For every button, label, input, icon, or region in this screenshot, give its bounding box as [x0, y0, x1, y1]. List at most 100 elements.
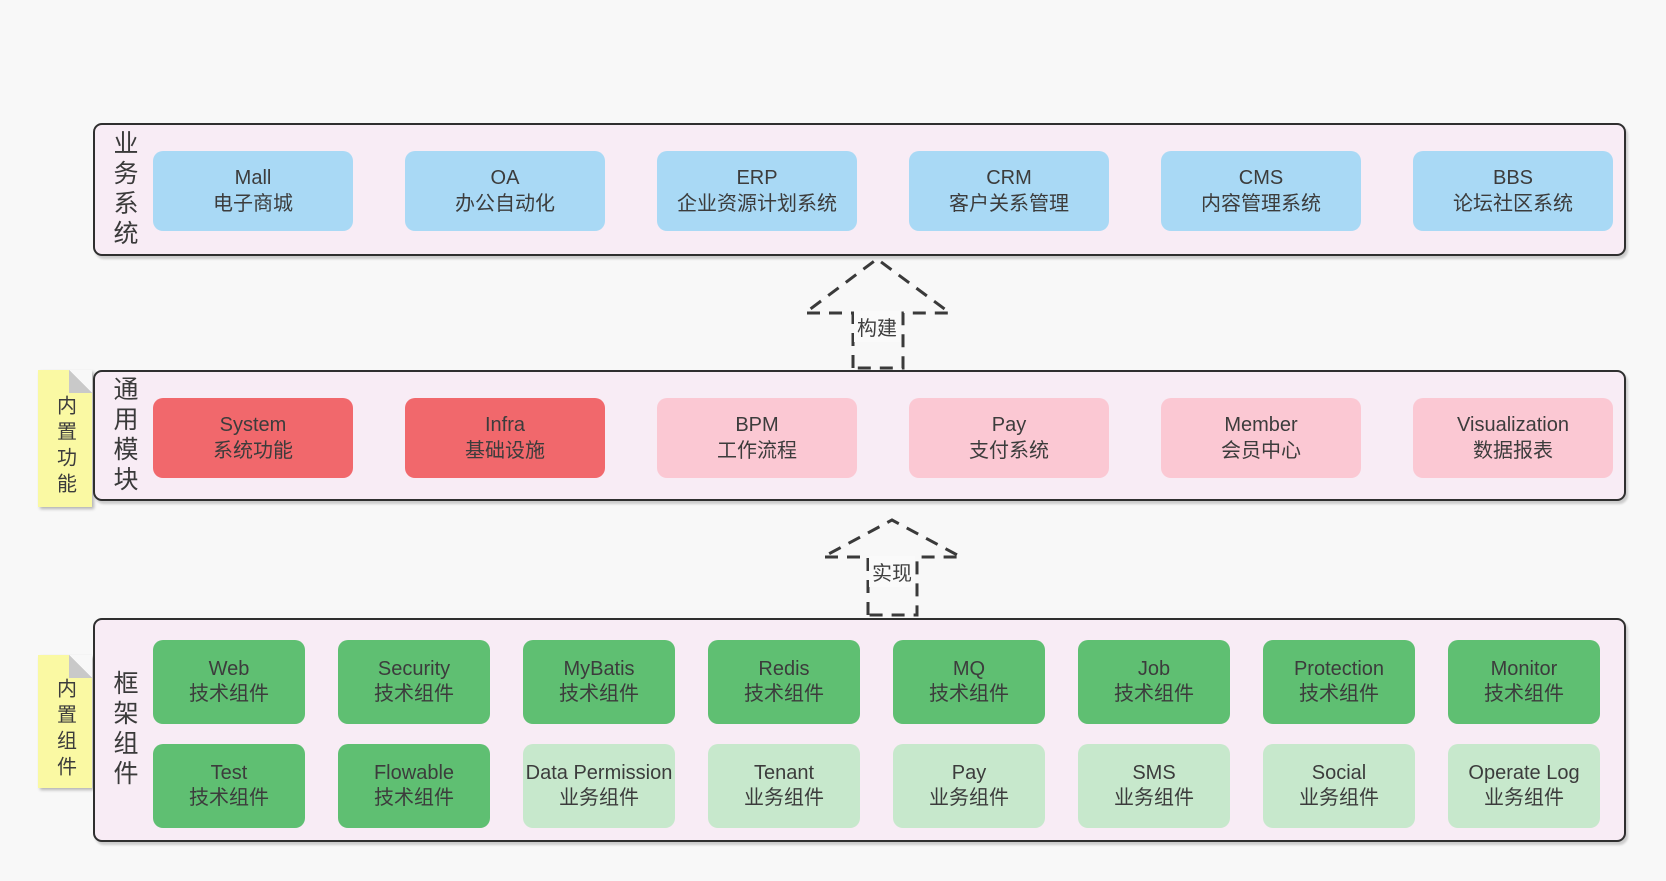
card-erp: ERP 企业资源计划系统 — [657, 151, 857, 231]
card-tenant: Tenant 业务组件 — [708, 744, 860, 828]
card-flowable: Flowable 技术组件 — [338, 744, 490, 828]
section-label: 通用模块 — [95, 372, 153, 499]
section-framework-components: 框架组件 Web 技术组件 Security 技术组件 MyBatis 技术组件… — [93, 618, 1626, 842]
card-title: Visualization — [1457, 414, 1569, 436]
card-title: Flowable — [373, 762, 455, 784]
card-crm: CRM 客户关系管理 — [909, 151, 1109, 231]
implement-arrow-label: 实现 — [869, 556, 915, 587]
card-subtitle: 支付系统 — [969, 440, 1049, 462]
card-title: System — [219, 414, 287, 436]
card-title: Monitor — [1490, 658, 1558, 680]
card-title: Protection — [1293, 658, 1385, 680]
card-test: Test 技术组件 — [153, 744, 305, 828]
card-subtitle: 论坛社区系统 — [1453, 193, 1573, 215]
card-oa: OA 办公自动化 — [405, 151, 605, 231]
component-cards-row-1: Web 技术组件 Security 技术组件 MyBatis 技术组件 Redi… — [153, 640, 1600, 724]
card-subtitle: 技术组件 — [189, 683, 269, 705]
card-subtitle: 业务组件 — [1114, 787, 1194, 809]
card-title: Web — [208, 658, 250, 680]
card-bbs: BBS 论坛社区系统 — [1413, 151, 1613, 231]
card-subtitle: 技术组件 — [374, 787, 454, 809]
card-infra: Infra 基础设施 — [405, 398, 605, 478]
card-subtitle: 技术组件 — [929, 683, 1009, 705]
card-subtitle: 技术组件 — [1114, 683, 1194, 705]
sticky-note-label: 内置组件 — [53, 677, 76, 782]
section-common-modules: 通用模块 System 系统功能 Infra 基础设施 BPM 工作流程 Pay… — [93, 370, 1626, 501]
module-cards-row: System 系统功能 Infra 基础设施 BPM 工作流程 Pay 支付系统… — [153, 398, 1613, 478]
card-title: Mall — [234, 167, 272, 189]
card-subtitle: 业务组件 — [559, 787, 639, 809]
card-subtitle: 会员中心 — [1221, 440, 1301, 462]
sticky-note-label: 内置功能 — [53, 394, 76, 499]
card-subtitle: 技术组件 — [189, 787, 269, 809]
sticky-note-built-in-features: 内置功能 — [38, 370, 92, 507]
card-title: CRM — [986, 167, 1032, 189]
card-bpm: BPM 工作流程 — [657, 398, 857, 478]
section-label-text: 框架组件 — [110, 670, 138, 790]
card-title: Pay — [951, 762, 987, 784]
card-subtitle: 业务组件 — [744, 787, 824, 809]
card-title: Social — [1311, 762, 1367, 784]
card-visualization: Visualization 数据报表 — [1413, 398, 1613, 478]
card-protection: Protection 技术组件 — [1263, 640, 1415, 724]
card-web: Web 技术组件 — [153, 640, 305, 724]
card-subtitle: 技术组件 — [559, 683, 639, 705]
card-subtitle: 技术组件 — [744, 683, 824, 705]
card-subtitle: 工作流程 — [717, 440, 797, 462]
card-subtitle: 技术组件 — [1484, 683, 1564, 705]
card-title: OA — [490, 167, 520, 189]
card-title: MyBatis — [563, 658, 635, 680]
sticky-fold-corner — [69, 655, 92, 678]
card-title: MQ — [952, 658, 986, 680]
card-redis: Redis 技术组件 — [708, 640, 860, 724]
card-mq: MQ 技术组件 — [893, 640, 1045, 724]
card-operate-log: Operate Log 业务组件 — [1448, 744, 1600, 828]
build-arrow-label: 构建 — [854, 311, 900, 342]
card-title: Data Permission — [525, 762, 673, 784]
section-business-systems: 业务系统 Mall 电子商城 OA 办公自动化 ERP 企业资源计划系统 CRM… — [93, 123, 1626, 256]
card-subtitle: 内容管理系统 — [1201, 193, 1321, 215]
card-title: Member — [1224, 414, 1298, 436]
card-title: BPM — [735, 414, 779, 436]
card-title: BBS — [1492, 167, 1534, 189]
card-mybatis: MyBatis 技术组件 — [523, 640, 675, 724]
card-title: Redis — [758, 658, 810, 680]
card-job: Job 技术组件 — [1078, 640, 1230, 724]
card-member: Member 会员中心 — [1161, 398, 1361, 478]
card-title: Security — [377, 658, 451, 680]
card-title: Tenant — [753, 762, 815, 784]
section-label: 框架组件 — [95, 620, 153, 840]
card-title: SMS — [1132, 762, 1176, 784]
card-mall: Mall 电子商城 — [153, 151, 353, 231]
card-pay-biz: Pay 业务组件 — [893, 744, 1045, 828]
card-subtitle: 业务组件 — [1299, 787, 1379, 809]
card-cms: CMS 内容管理系统 — [1161, 151, 1361, 231]
card-subtitle: 业务组件 — [1484, 787, 1564, 809]
card-subtitle: 基础设施 — [465, 440, 545, 462]
card-title: CMS — [1238, 167, 1284, 189]
card-title: Pay — [991, 414, 1027, 436]
card-title: Infra — [484, 414, 526, 436]
section-label: 业务系统 — [95, 125, 153, 254]
card-subtitle: 技术组件 — [1299, 683, 1379, 705]
card-pay: Pay 支付系统 — [909, 398, 1109, 478]
card-subtitle: 数据报表 — [1473, 440, 1553, 462]
card-security: Security 技术组件 — [338, 640, 490, 724]
sticky-note-built-in-components: 内置组件 — [38, 655, 92, 788]
card-subtitle: 业务组件 — [929, 787, 1009, 809]
card-title: Job — [1137, 658, 1171, 680]
card-subtitle: 办公自动化 — [455, 193, 555, 215]
card-subtitle: 企业资源计划系统 — [677, 193, 837, 215]
card-monitor: Monitor 技术组件 — [1448, 640, 1600, 724]
card-title: Operate Log — [1468, 762, 1580, 784]
card-subtitle: 电子商城 — [213, 193, 293, 215]
component-cards-row-2: Test 技术组件 Flowable 技术组件 Data Permission … — [153, 744, 1600, 828]
card-title: Test — [210, 762, 248, 784]
card-subtitle: 系统功能 — [213, 440, 293, 462]
section-label-text: 通用模块 — [110, 375, 138, 496]
card-social: Social 业务组件 — [1263, 744, 1415, 828]
card-sms: SMS 业务组件 — [1078, 744, 1230, 828]
card-system: System 系统功能 — [153, 398, 353, 478]
business-cards-row: Mall 电子商城 OA 办公自动化 ERP 企业资源计划系统 CRM 客户关系… — [153, 151, 1613, 231]
